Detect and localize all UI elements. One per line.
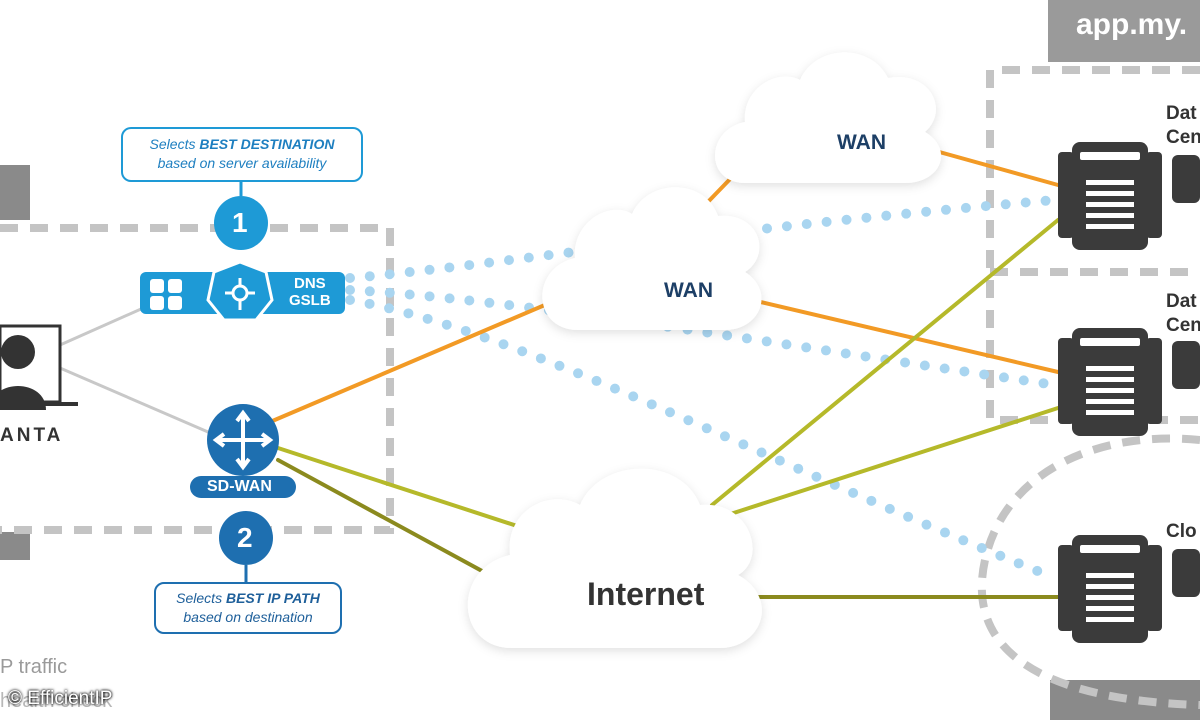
- internet-dc1-link: [710, 218, 1060, 507]
- gslb-label: GSLB: [289, 292, 331, 309]
- datacenter-2-line1: Dat: [1166, 291, 1197, 312]
- internet-dc2-link: [710, 406, 1060, 522]
- wan-cloud-mid-label: WAN: [664, 279, 713, 302]
- datacenter-1-server-icon: [1058, 142, 1162, 250]
- cloud-dashed-boundary: [977, 434, 1200, 709]
- wan-cloud-mid-shape: [542, 187, 762, 330]
- user-workstation-icon: [0, 324, 78, 410]
- wan-mid-dc2-link: [750, 298, 1060, 374]
- callout-2-prefix: Selects: [176, 590, 226, 606]
- wan-top-dc1-link: [923, 146, 1060, 187]
- site-dashed-boundary: [0, 224, 394, 534]
- legend-ip-traffic: P traffic: [0, 656, 68, 678]
- user-dns-link: [58, 303, 152, 347]
- step-2-circle: [219, 511, 273, 565]
- step-1-circle: [214, 196, 268, 250]
- dns-gslb-label: DNS GSLB: [289, 275, 331, 309]
- server-edge-3: [1172, 549, 1200, 597]
- user-label: ANTA: [0, 425, 64, 446]
- datacenter-2-server-icon: [1058, 328, 1162, 436]
- sdwan-wan-link: [268, 288, 582, 424]
- sdwan-label: SD-WAN: [207, 478, 272, 495]
- cloud-dc-line1: Clo: [1166, 521, 1197, 542]
- left-grey-block-top: [0, 165, 30, 220]
- callout-best-ip-path: Selects BEST IP PATH based on destinatio…: [154, 582, 342, 634]
- wan-cloud-top-shape: [715, 52, 942, 183]
- callout-2-line2: based on destination: [183, 609, 313, 625]
- datacenter-1-label: Dat Cen: [1166, 102, 1200, 150]
- dns-gslb-device: [140, 260, 345, 322]
- callout-1-prefix: Selects: [149, 136, 200, 152]
- sdwan-internet-link-a: [276, 446, 562, 542]
- server-edge-2: [1172, 341, 1200, 389]
- cloud-dc-label: Clo: [1166, 520, 1197, 544]
- sdwan-router-icon: [190, 404, 296, 498]
- user-sdwan-link: [58, 366, 217, 437]
- app-domain-label: app.my.: [1076, 8, 1188, 41]
- left-grey-block-bottom: [0, 532, 30, 560]
- step-1-number: 1: [232, 207, 248, 238]
- callout-1-bold: BEST DESTINATION: [199, 136, 335, 152]
- datacenter-1-line2: Cen: [1166, 127, 1200, 148]
- internet-cloud-label: Internet: [587, 576, 705, 612]
- callout-2-bold: BEST IP PATH: [225, 590, 320, 606]
- callout-1-line2: based on server availability: [157, 155, 327, 171]
- cloud-server-icon: [1058, 535, 1162, 643]
- legend-health-check: health check: [0, 690, 113, 712]
- callout-best-destination: Selects BEST DESTINATION based on server…: [121, 127, 363, 182]
- wan-cloud-top-label: WAN: [837, 131, 886, 154]
- datacenter-2-label: Dat Cen: [1166, 290, 1200, 338]
- watermark: © EfficientIP: [8, 688, 113, 709]
- internet-cloud-shape: [467, 468, 762, 648]
- datacenter-1-line1: Dat: [1166, 103, 1197, 124]
- app-domain-tab: app.my.: [1048, 0, 1200, 62]
- datacenter-2-line2: Cen: [1166, 315, 1200, 336]
- step-2-number: 2: [237, 522, 253, 553]
- dns-label: DNS: [294, 275, 326, 292]
- server-edge-1: [1172, 155, 1200, 203]
